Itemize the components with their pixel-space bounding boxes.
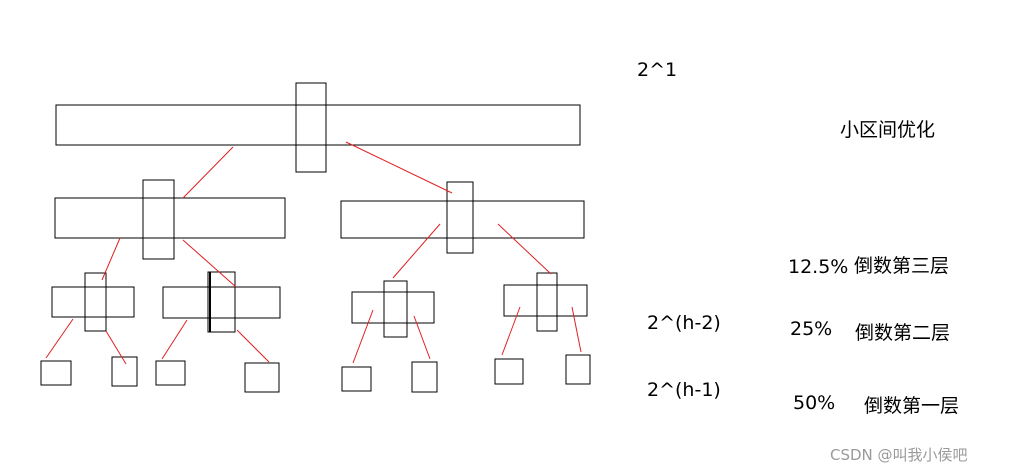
level1-interval-right xyxy=(340,200,585,239)
edge-l1-l2-3 xyxy=(392,223,441,279)
leaf-5 xyxy=(341,366,372,392)
leaf-4 xyxy=(244,362,280,393)
label-pct-first: 50% xyxy=(793,392,836,414)
label-optimization: 小区间优化 xyxy=(840,119,936,141)
edge-l2-leaf-4 xyxy=(236,329,270,363)
leaf-6 xyxy=(411,361,438,393)
edge-l2-leaf-5 xyxy=(352,309,374,364)
leaf-8 xyxy=(565,354,591,385)
label-pct-third: 12.5% xyxy=(788,256,849,278)
leaf-1 xyxy=(40,360,72,386)
leaf-7 xyxy=(494,358,524,385)
label-power-h2: 2^(h-2) xyxy=(647,312,721,334)
label-layer-first: 倒数第一层 xyxy=(864,395,960,417)
level2-midpoint-4 xyxy=(536,272,558,332)
edge-l0-l1-left xyxy=(182,146,234,199)
edge-l0-l1-right xyxy=(345,141,453,194)
leaf-3 xyxy=(155,360,186,386)
level1-midpoint-left xyxy=(142,179,175,260)
label-power-h1: 2^(h-1) xyxy=(647,379,721,401)
level2-midpoint-3 xyxy=(383,280,408,338)
edge-l1-l2-1 xyxy=(101,237,121,281)
level2-interval-2 xyxy=(162,286,281,319)
level2-interval-3 xyxy=(351,291,435,324)
edge-l1-l2-4 xyxy=(497,223,552,275)
level2-midpoint-1 xyxy=(84,272,107,332)
label-layer-second: 倒数第二层 xyxy=(855,322,951,344)
level0-midpoint xyxy=(295,82,327,173)
watermark: CSDN @叫我小侯吧 xyxy=(830,446,968,464)
label-layer-third: 倒数第三层 xyxy=(854,255,950,277)
level0-interval xyxy=(55,104,581,146)
level1-midpoint-right xyxy=(446,181,474,254)
edge-l2-leaf-7 xyxy=(501,306,521,356)
edge-l2-leaf-2 xyxy=(105,330,127,365)
edge-l1-l2-2 xyxy=(182,239,237,288)
edge-l2-leaf-8 xyxy=(571,306,582,353)
edge-l2-leaf-6 xyxy=(413,315,431,360)
edge-l2-leaf-3 xyxy=(161,319,188,360)
level1-interval-left xyxy=(54,197,286,239)
level2-interval-1 xyxy=(51,286,135,318)
label-top-power: 2^1 xyxy=(637,59,678,81)
level2-midpoint-2 xyxy=(207,271,236,333)
edge-l2-leaf-1 xyxy=(45,318,74,359)
leaf-2 xyxy=(111,356,138,387)
level2-interval-4 xyxy=(503,284,588,317)
label-pct-second: 25% xyxy=(790,318,833,340)
